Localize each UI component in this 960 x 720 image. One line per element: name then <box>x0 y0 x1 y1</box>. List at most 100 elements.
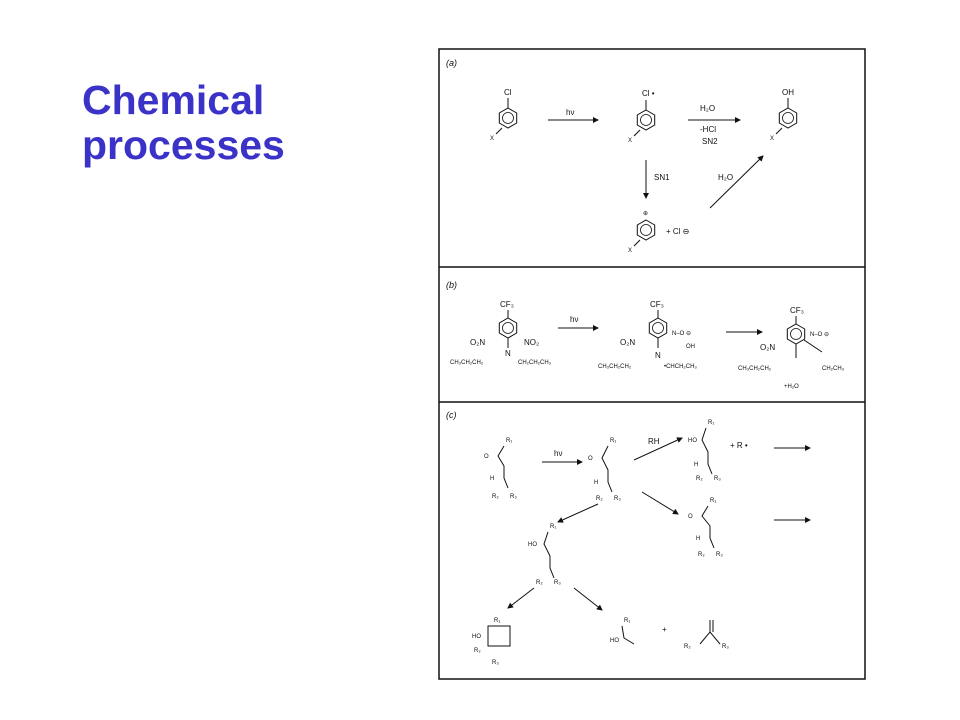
svg-text:Cl: Cl <box>504 88 512 97</box>
svg-text:R₂: R₂ <box>536 580 543 586</box>
title-line-2: processes <box>82 122 285 168</box>
svg-text:CF₃: CF₃ <box>790 306 804 315</box>
svg-text:R₁: R₁ <box>710 498 716 504</box>
panel-a: (a) Cl X hν Cl • X H₂O -HCl SN2 OH <box>446 58 798 254</box>
svg-text:R₁: R₁ <box>494 618 500 624</box>
svg-text:R₂: R₂ <box>698 552 705 558</box>
svg-text:H: H <box>490 476 494 482</box>
panel-b-label: (b) <box>446 280 457 290</box>
panel-c: (c) R₁ O H R₂ R₃ hν R₁ O H R₂ R₃ RH R₁ H… <box>446 410 811 666</box>
svg-text:CF₃: CF₃ <box>650 300 664 309</box>
reaction-figure: (a) Cl X hν Cl • X H₂O -HCl SN2 OH <box>438 48 866 680</box>
svg-text:•CHCH₂CH₃: •CHCH₂CH₃ <box>664 364 697 370</box>
title-line-1: Chemical <box>82 77 265 123</box>
reaction-scheme-svg: (a) Cl X hν Cl • X H₂O -HCl SN2 OH <box>438 48 866 680</box>
svg-text:R₃: R₃ <box>716 552 723 558</box>
svg-text:R₃: R₃ <box>722 644 729 650</box>
svg-text:X: X <box>770 136 774 142</box>
panel-c-label: (c) <box>446 410 457 420</box>
svg-text:O₂N: O₂N <box>620 338 635 347</box>
reagent-minus-hcl: -HCl <box>700 125 716 134</box>
excited-chlorobenzene-structure: Cl • X <box>628 89 656 144</box>
phenyl-cation-structure: ⊕ X + Cl ⊖ <box>628 211 689 254</box>
svg-text:CH₃CH₂CH₂: CH₃CH₂CH₂ <box>598 364 632 370</box>
svg-text:R₂: R₂ <box>492 494 499 500</box>
svg-text:O: O <box>688 514 693 520</box>
svg-text:R₃: R₃ <box>492 660 499 666</box>
svg-text:R₂: R₂ <box>474 648 481 654</box>
excited-ketone-structure: R₁ O H R₂ R₃ <box>588 438 621 502</box>
hv-label-a: hν <box>566 108 574 117</box>
ketone-structure: R₁ O H R₂ R₃ <box>484 438 517 500</box>
trifluralin-structure: CF₃ O₂N NO₂ N CH₃CH₂CH₂ CH₂CH₂CH₃ <box>450 300 552 366</box>
svg-text:X: X <box>628 248 632 254</box>
arrow-h2o-a <box>709 155 764 209</box>
svg-text:CH₂CH₃: CH₂CH₃ <box>822 366 845 372</box>
svg-text:+ R •: + R • <box>730 441 748 450</box>
arrow-cyclobutanol <box>507 587 535 609</box>
svg-text:H: H <box>694 462 698 468</box>
svg-text:R₁: R₁ <box>550 524 556 530</box>
svg-text:X: X <box>628 138 632 144</box>
benzimidazole-product-structure: CF₃ O₂N N–O ⊖ CH₃CH₂CH₂ CH₂CH₃ +H₂O <box>738 306 845 390</box>
svg-text:OH: OH <box>686 344 695 350</box>
svg-text:N–O ⊖: N–O ⊖ <box>810 332 829 338</box>
svg-text:O₂N: O₂N <box>760 343 775 352</box>
reagent-h2o-a2: H₂O <box>718 173 733 182</box>
svg-text:R₁: R₁ <box>624 618 630 624</box>
svg-text:R₃: R₃ <box>510 494 517 500</box>
panel-b: (b) CF₃ O₂N NO₂ N CH₃CH₂CH₂ CH₂CH₂CH₃ hν… <box>446 280 845 390</box>
svg-text:R₃: R₃ <box>554 580 561 586</box>
arrow-cleavage <box>641 491 679 515</box>
hv-label-b: hν <box>570 315 578 324</box>
trifluralin-intermediate-structure: CF₃ O₂N N–O ⊖ OH N CH₃CH₂CH₂ •CHCH₂CH₃ <box>598 300 697 370</box>
svg-text:NO₂: NO₂ <box>524 338 539 347</box>
arrow-fragmentation <box>573 587 603 611</box>
chlorobenzene-structure: Cl X <box>490 88 518 142</box>
svg-text:R₁: R₁ <box>708 420 714 426</box>
svg-text:R₂: R₂ <box>684 644 691 650</box>
svg-text:R₂: R₂ <box>696 476 703 482</box>
svg-text:Cl •: Cl • <box>642 89 655 98</box>
alcohol-radical-structure: R₁ HO H R₂ R₃ + R • <box>688 420 748 482</box>
svg-text:HO: HO <box>610 638 619 644</box>
alkene-structure: R₂ R₃ <box>684 620 729 650</box>
figure-frame <box>438 48 866 680</box>
mechanism-sn2: SN2 <box>702 137 718 146</box>
cyclobutanol-structure: R₁ HO R₂ R₃ <box>472 618 511 666</box>
svg-text:O: O <box>588 456 593 462</box>
cleavage-intermediate-structure: R₁ O H R₂ R₃ <box>688 498 723 558</box>
svg-text:+H₂O: +H₂O <box>784 384 799 390</box>
svg-text:HO: HO <box>688 438 697 444</box>
svg-text:HO: HO <box>528 542 537 548</box>
svg-text:R₁: R₁ <box>506 438 512 444</box>
enol-structure: R₁ HO <box>610 618 635 645</box>
svg-text:⊕: ⊕ <box>643 211 648 217</box>
svg-text:R₃: R₃ <box>614 496 621 502</box>
panel-a-label: (a) <box>446 58 457 68</box>
arrow-rh <box>633 437 683 461</box>
svg-text:OH: OH <box>782 88 794 97</box>
hv-label-c: hν <box>554 449 562 458</box>
plus-sign: + <box>662 625 667 634</box>
reagent-rh: RH <box>648 437 660 446</box>
svg-text:CH₃CH₂CH₂: CH₃CH₂CH₂ <box>450 360 484 366</box>
svg-text:H: H <box>594 480 598 486</box>
svg-text:H: H <box>696 536 700 542</box>
svg-text:R₁: R₁ <box>610 438 616 444</box>
slide-title: Chemical processes <box>82 78 285 168</box>
mechanism-sn1: SN1 <box>654 173 670 182</box>
svg-text:+ Cl ⊖: + Cl ⊖ <box>666 227 689 236</box>
biradical-structure: R₁ HO R₂ R₃ <box>528 524 561 586</box>
svg-text:HO: HO <box>472 634 481 640</box>
arrow-biradical <box>557 503 599 523</box>
svg-text:CH₃CH₂CH₂: CH₃CH₂CH₂ <box>738 366 772 372</box>
svg-text:X: X <box>490 136 494 142</box>
svg-text:N–O ⊖: N–O ⊖ <box>672 331 691 337</box>
svg-text:O₂N: O₂N <box>470 338 485 347</box>
phenol-structure: OH X <box>770 88 798 142</box>
svg-text:CH₂CH₂CH₃: CH₂CH₂CH₃ <box>518 360 552 366</box>
svg-text:N: N <box>505 349 511 358</box>
svg-text:R₃: R₃ <box>714 476 721 482</box>
svg-text:CF₃: CF₃ <box>500 300 514 309</box>
